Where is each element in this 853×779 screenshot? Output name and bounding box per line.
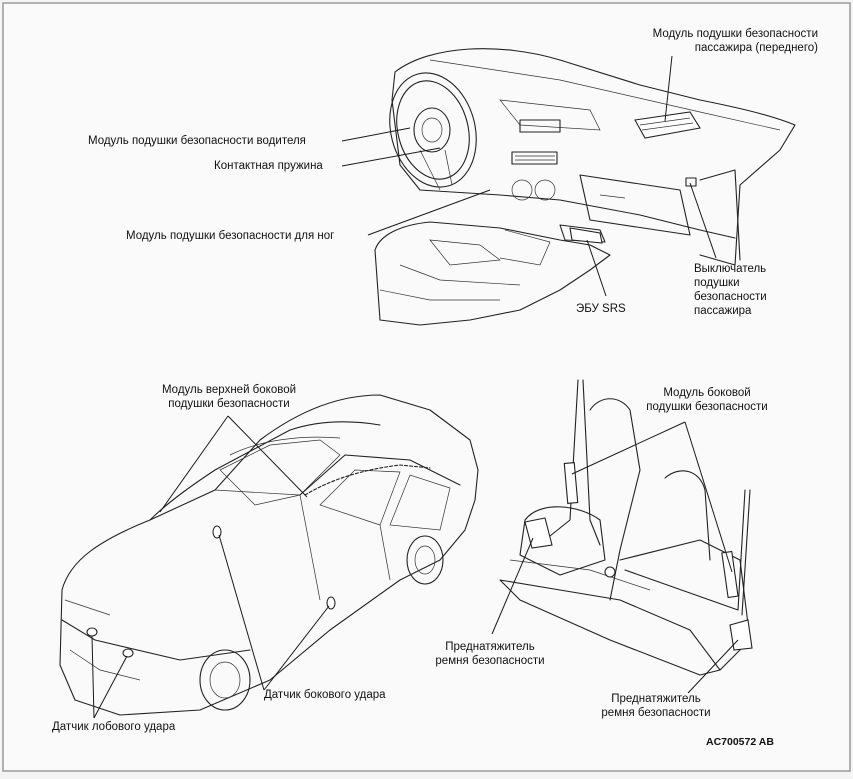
car-drawing	[59, 394, 479, 716]
leader-lines	[91, 55, 739, 719]
dashboard-drawing	[374, 48, 796, 326]
label-driver-airbag: Модуль подушки безопасности водителя	[88, 135, 306, 147]
label-srs-ecu: ЭБУ SRS	[576, 303, 626, 315]
label-side-airbag: Модуль боковой подушки безопасности	[646, 387, 768, 413]
label-pretensioner-2: Преднатяжитель ремня безопасности	[601, 693, 711, 719]
label-front-impact-sensor: Датчик лобового удара	[52, 721, 176, 733]
label-pretensioner-1: Преднатяжитель ремня безопасности	[435, 641, 545, 667]
label-side-impact-sensor: Датчик бокового удара	[264, 689, 386, 701]
label-passenger-switch: Выключатель подушки безопасности пассажи…	[694, 263, 767, 317]
label-passenger-airbag-text: Модуль подушки безопасности пассажира (п…	[652, 28, 818, 54]
label-knee-airbag: Модуль подушки безопасности для ног	[126, 230, 335, 242]
label-curtain-airbag: Модуль верхней боковой подушки безопасно…	[161, 384, 297, 410]
figure-code: AC700572 AB	[706, 736, 774, 748]
label-passenger-airbag: Модуль подушки безопасности пассажира (п…	[620, 27, 818, 55]
label-clock-spring: Контактная пружина	[214, 160, 323, 172]
